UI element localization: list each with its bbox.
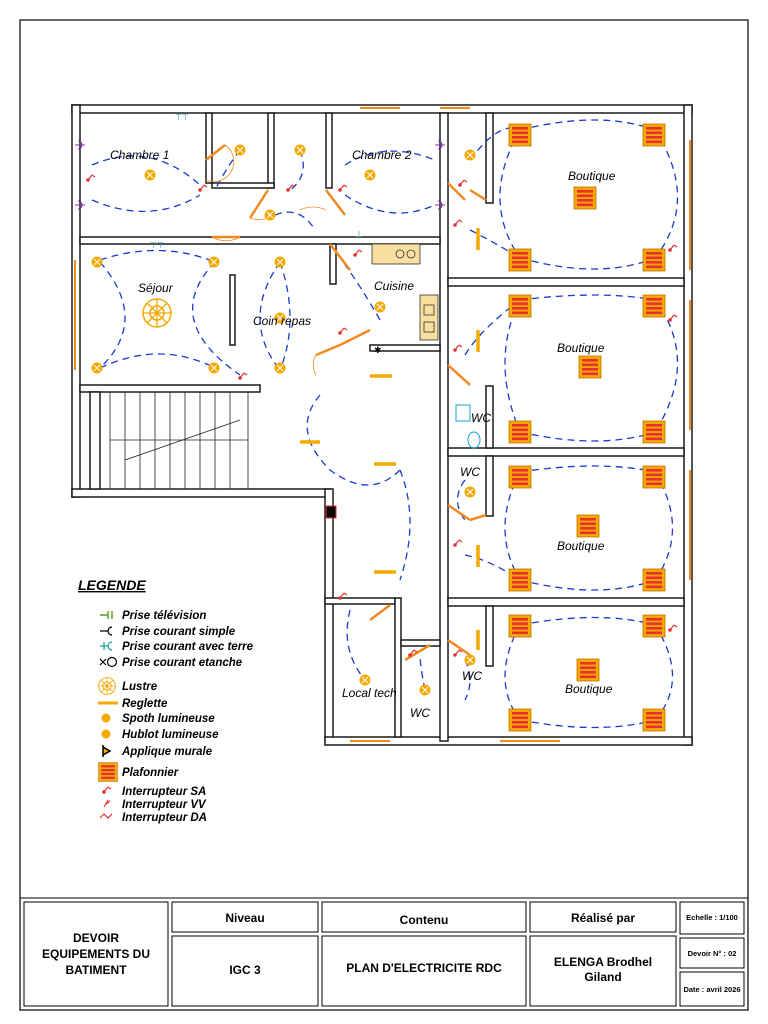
niveau-value: IGC 3 (229, 963, 261, 977)
socket-simple-icon (100, 626, 113, 636)
spotlight-icon (101, 713, 111, 723)
room-labels: Chambre 1 Chambre 2 Séjour Coin repas Cu… (110, 148, 616, 720)
kitchen-counter (371, 243, 439, 341)
room-label-boutique-4: Boutique (565, 682, 613, 696)
room-label-boutique-1: Boutique (568, 169, 616, 183)
echelle-value: Echelle : 1/100 (686, 913, 738, 922)
legend-label-6: Spoth lumineuse (122, 713, 215, 725)
svg-text:⊤⊤: ⊤⊤ (175, 113, 189, 122)
room-label-coin-repas: Coin repas (253, 314, 311, 328)
room-label-local-tech: Local tech (342, 686, 397, 700)
title-block (19, 897, 749, 1011)
legend-label-11: Interrupteur VV (122, 799, 207, 811)
author-line-1: ELENGA Brodhel (554, 955, 652, 969)
contenu-value: PLAN D'ELECTRICITE RDC (346, 961, 502, 975)
project-line-1: DEVOIR (73, 931, 119, 945)
electrical-panel (325, 505, 337, 519)
realise-label: Réalisé par (571, 911, 635, 925)
socket-waterproof-icon (99, 656, 118, 668)
porthole-light-icon (101, 729, 111, 739)
staircase (99, 391, 249, 490)
wc-fixtures (455, 404, 481, 449)
devoir-value: Devoir N° : 02 (688, 949, 737, 958)
strip-lights (300, 228, 480, 650)
switch-da-icon (99, 813, 113, 819)
legend-label-5: Reglette (122, 698, 168, 710)
legend-label-0: Prise télévision (122, 610, 206, 622)
author-line-2: Giland (584, 970, 621, 984)
date-value: Date : avril 2026 (683, 985, 740, 994)
legend-label-4: Lustre (122, 681, 158, 693)
room-label-wc-2: WC (460, 465, 480, 479)
room-label-chambre2: Chambre 2 (352, 148, 412, 162)
niveau-label: Niveau (225, 911, 264, 925)
legend-title: LEGENDE (78, 577, 146, 593)
switch-sa-icon (101, 786, 112, 795)
title-block-text: DEVOIR EQUIPEMENTS DU BATIMENT Niveau IG… (42, 911, 741, 994)
tv-socket-icon (100, 611, 113, 619)
legend: LEGENDE Prise télévision Prise courant s… (78, 577, 254, 824)
room-label-wc-1: WC (471, 411, 491, 425)
svg-text:⊤⊤: ⊤⊤ (150, 241, 164, 250)
door-swings (205, 144, 327, 376)
wall-lamp-icon (102, 745, 112, 757)
room-label-cuisine: Cuisine (374, 279, 414, 293)
legend-label-12: Interrupteur DA (122, 812, 207, 824)
socket-earth-icon (100, 641, 113, 651)
legend-label-1: Prise courant simple (122, 626, 236, 638)
room-label-chambre1: Chambre 1 (110, 148, 169, 162)
svg-text:✱: ✱ (374, 345, 382, 355)
chandelier-icon (98, 677, 116, 695)
legend-label-2: Prise courant avec terre (122, 641, 254, 653)
project-line-3: BATIMENT (65, 963, 127, 977)
sheet-border (19, 19, 749, 1011)
contenu-label: Contenu (400, 913, 449, 927)
legend-label-8: Applique murale (121, 746, 213, 758)
switch-vv-icon (103, 799, 111, 808)
legend-label-3: Prise courant etanche (122, 657, 243, 669)
plafonnier-fixtures (508, 123, 666, 732)
legend-label-10: Interrupteur SA (122, 786, 206, 798)
room-label-wc-3: WC (462, 669, 482, 683)
ceiling-light-icon (98, 762, 118, 782)
project-line-2: EQUIPEMENTS DU (42, 947, 150, 961)
room-label-sejour: Séjour (138, 281, 174, 295)
room-label-wc-4: WC (410, 706, 430, 720)
windows (74, 107, 691, 742)
chandelier-fixture (142, 298, 172, 328)
legend-label-9: Plafonnier (122, 767, 179, 779)
svg-text:⊥: ⊥ (355, 229, 363, 239)
sockets: ⊤⊤ ⊤⊤ ⊥ ✱ (74, 113, 446, 355)
legend-label-7: Hublot lumineuse (122, 729, 219, 741)
room-label-boutique-2: Boutique (557, 341, 605, 355)
room-label-boutique-3: Boutique (557, 539, 605, 553)
doors (205, 144, 487, 662)
